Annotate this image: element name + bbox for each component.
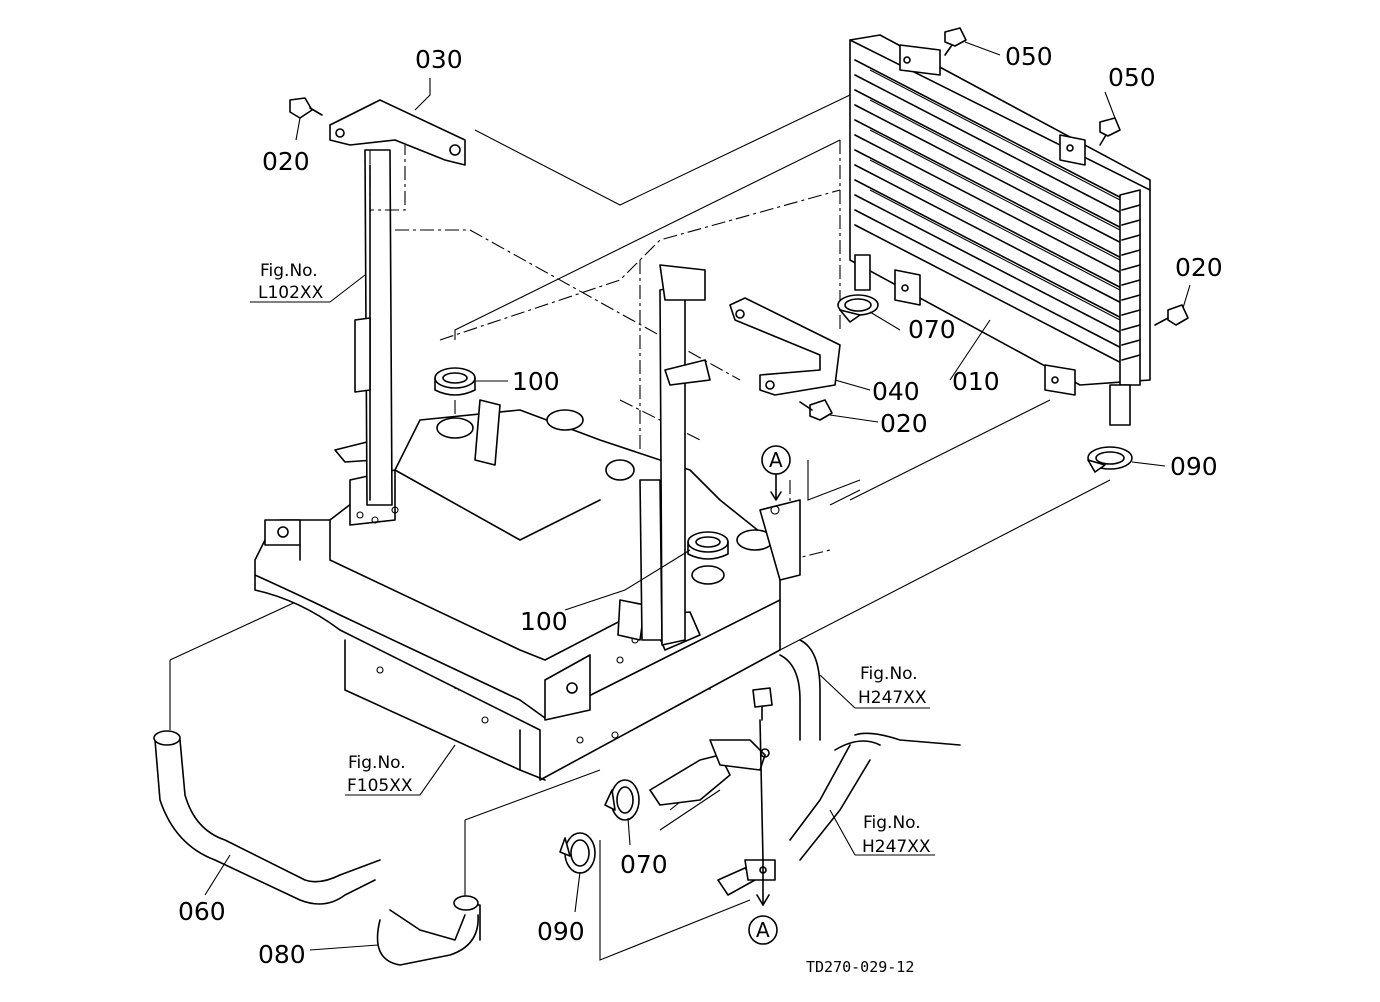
fig-ref-l102-title: Fig.No.: [260, 261, 318, 281]
grommet-100-b: [687, 531, 729, 560]
bolts: [289, 27, 1189, 721]
label-090-a: 090: [1170, 452, 1218, 481]
figure-reference-leaders: [250, 274, 935, 856]
label-080: 080: [258, 940, 306, 969]
pipe-bottom: [717, 859, 776, 896]
fig-ref-h247-a-number: H247XX: [858, 688, 927, 708]
part-number-labels: 030 020 050 050 020 070 010 040 020 100 …: [178, 42, 1223, 969]
clamp-070-b: [604, 779, 640, 821]
label-070-b: 070: [620, 850, 668, 879]
clamps: [559, 294, 1133, 874]
fig-ref-l102-number: L102XX: [258, 283, 324, 303]
fig-ref-h247-b-title: Fig.No.: [863, 813, 921, 833]
bolt-020-a: [289, 97, 323, 119]
fig-ref-f105-number: F105XX: [347, 776, 413, 796]
grommets: [434, 367, 729, 560]
bracket-040: [729, 297, 841, 396]
drawing-code: TD270-029-12: [806, 958, 914, 976]
base-frame: [254, 399, 801, 781]
top-bracket-030: [329, 99, 466, 211]
figure-references: Fig.No. L102XX Fig.No. H247XX Fig.No. H2…: [258, 261, 931, 857]
clamp-090-a: [1087, 446, 1133, 473]
fig-ref-f105-title: Fig.No.: [348, 753, 406, 773]
hoses: [153, 639, 961, 966]
marker-a-bottom-letter: A: [756, 918, 770, 942]
clamp-070-a: [837, 294, 879, 323]
label-020-a: 020: [262, 147, 310, 176]
grommet-100-a: [434, 367, 476, 396]
label-040: 040: [872, 377, 920, 406]
label-010: 010: [952, 367, 1000, 396]
marker-a-top-letter: A: [769, 448, 783, 472]
label-020-b: 020: [1175, 253, 1223, 282]
label-100-a: 100: [512, 367, 560, 396]
fig-ref-h247-a-title: Fig.No.: [860, 664, 918, 684]
fig-ref-h247-b-number: H247XX: [862, 837, 931, 857]
bolt-bottom: [752, 687, 773, 721]
label-060: 060: [178, 897, 226, 926]
label-020-c: 020: [880, 409, 928, 438]
label-090-b: 090: [537, 917, 585, 946]
label-050-b: 050: [1108, 63, 1156, 92]
oil-cooler-010: [849, 34, 1151, 426]
hose-080: [376, 895, 481, 966]
label-070-a: 070: [908, 315, 956, 344]
bolt-050-a: [944, 27, 967, 56]
bolt-050-b: [1099, 117, 1121, 146]
label-050-a: 050: [1005, 42, 1053, 71]
bolt-020-c: [799, 399, 833, 421]
construction-lines: [169, 94, 1111, 961]
cooler-fins: [854, 59, 1136, 371]
bolt-020-b: [1154, 304, 1189, 326]
callout-leaders: [204, 41, 1191, 951]
support-posts: [354, 149, 711, 646]
connection-marker-bottom: [748, 915, 778, 945]
clamp-090-b: [559, 832, 596, 874]
hose-bent: [649, 739, 770, 806]
connection-marker-top: [761, 445, 791, 501]
hose-060: [153, 730, 381, 905]
label-030: 030: [415, 45, 463, 74]
label-100-b: 100: [520, 607, 568, 636]
